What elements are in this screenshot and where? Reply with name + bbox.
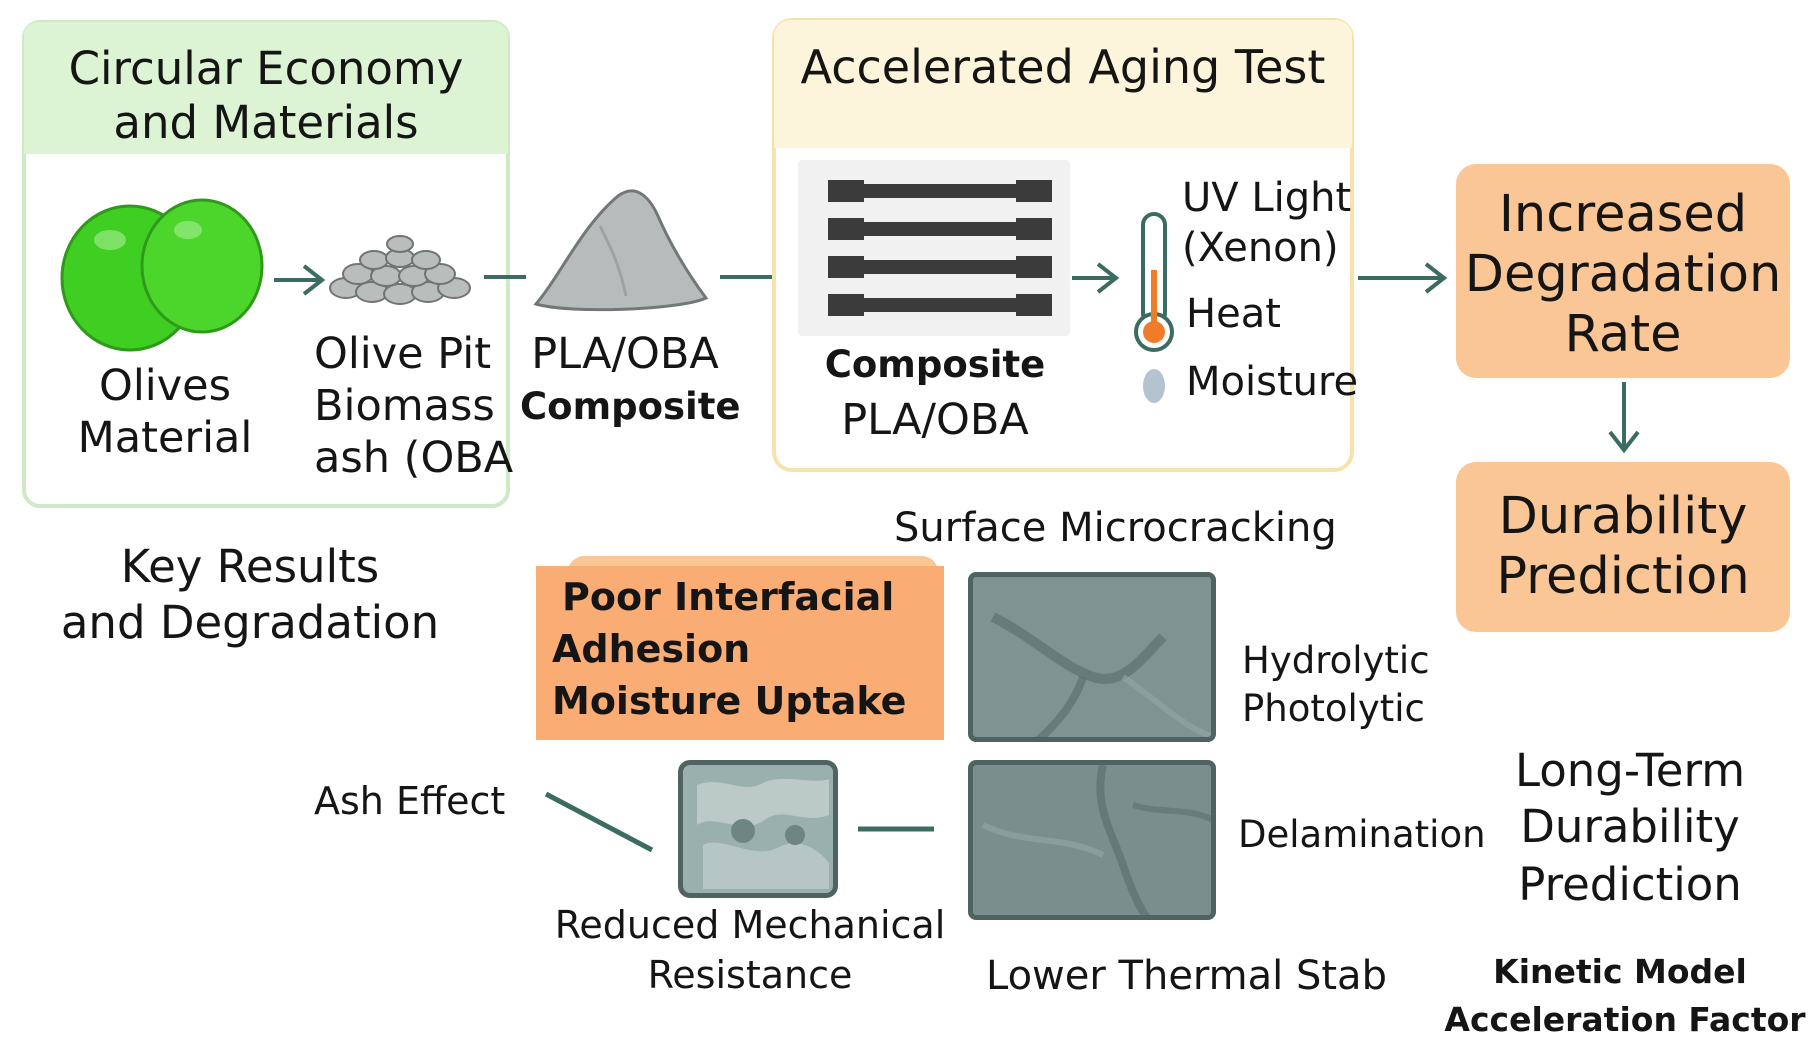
key-results-title-line2: and Degradation — [60, 596, 440, 649]
kinetic-model-line2: Acceleration Factor — [1444, 1000, 1806, 1039]
poor-adhesion-line1: Poor Interfacial — [562, 575, 895, 619]
olive-pit-label-line1: Olive Pit — [314, 329, 492, 379]
lower-thermal-label: Lower Thermal Stab — [986, 953, 1387, 999]
composite-powder-icon — [533, 189, 709, 312]
uv-light-label-line2: (Xenon) — [1182, 225, 1339, 271]
olives-label-line1: Olives — [98, 361, 232, 411]
thermometer-icon — [1134, 212, 1174, 352]
poor-adhesion-line3: Moisture Uptake — [552, 679, 907, 723]
connector-line — [544, 791, 654, 853]
kinetic-model-line1: Kinetic Model — [1493, 952, 1747, 991]
photolytic-label: Photolytic — [1242, 687, 1425, 730]
reduced-mechanical-line2: Resistance — [647, 953, 853, 997]
olive-pit-label-line3: ash (OBA — [314, 433, 514, 483]
arrow-right-icon — [1072, 262, 1120, 294]
connector-line — [858, 826, 934, 832]
arrow-right-icon — [1358, 262, 1448, 294]
increased-degradation-box — [1456, 164, 1790, 378]
heat-label: Heat — [1186, 291, 1281, 337]
poor-adhesion-box — [536, 566, 944, 740]
circular-economy-title-line2: and Materials — [113, 96, 419, 149]
moisture-label: Moisture — [1186, 359, 1359, 405]
aging-test-header — [774, 20, 1352, 148]
aging-test-title: Accelerated Aging Test — [800, 40, 1326, 94]
olives-label-line2: Material — [77, 413, 253, 463]
key-results-title-line1: Key Results — [120, 540, 380, 593]
degradation-line1: Increased — [1498, 185, 1748, 244]
delamination-label: Delamination — [1238, 813, 1486, 856]
composite-label-line1: PLA/OBA — [531, 329, 719, 379]
composite-texture-tile — [678, 760, 838, 898]
olives-icon — [60, 198, 264, 352]
aging-composite-line1: Composite — [824, 343, 1046, 386]
degradation-line2: Degradation — [1464, 245, 1782, 304]
long-term-line2: Durability — [1520, 800, 1740, 853]
microcracking-micrograph — [968, 572, 1216, 742]
reduced-mechanical-line1: Reduced Mechanical — [554, 903, 946, 947]
durability-line2: Prediction — [1496, 547, 1750, 606]
circular-economy-header — [24, 22, 508, 154]
ash-effect-label: Ash Effect — [314, 779, 506, 823]
water-drop-icon — [1143, 369, 1165, 403]
arrow-down-icon — [1608, 382, 1640, 454]
aging-composite-line2: PLA/OBA — [841, 395, 1029, 445]
durability-line1: Durability — [1498, 487, 1748, 546]
long-term-line3: Prediction — [1518, 858, 1742, 911]
poor-adhesion-line2: Adhesion — [552, 627, 751, 671]
durability-prediction-box — [1456, 462, 1790, 632]
composite-label-line2: Composite — [520, 385, 741, 428]
olive-pit-pile-icon — [329, 235, 471, 305]
dogbone-specimens-icon — [828, 180, 1052, 316]
arrow-right-icon — [274, 264, 326, 296]
degradation-line3: Rate — [1564, 305, 1682, 364]
connector-line — [484, 275, 526, 279]
uv-light-label-line1: UV Light — [1182, 175, 1352, 221]
long-term-line1: Long-Term — [1514, 744, 1746, 797]
circular-economy-title-line1: Circular Economy — [68, 42, 464, 95]
surface-microcracking-label: Surface Microcracking — [894, 505, 1337, 551]
delamination-micrograph — [968, 760, 1216, 920]
olive-pit-label-line2: Biomass — [314, 381, 495, 431]
hydrolytic-label: Hydrolytic — [1242, 639, 1430, 682]
